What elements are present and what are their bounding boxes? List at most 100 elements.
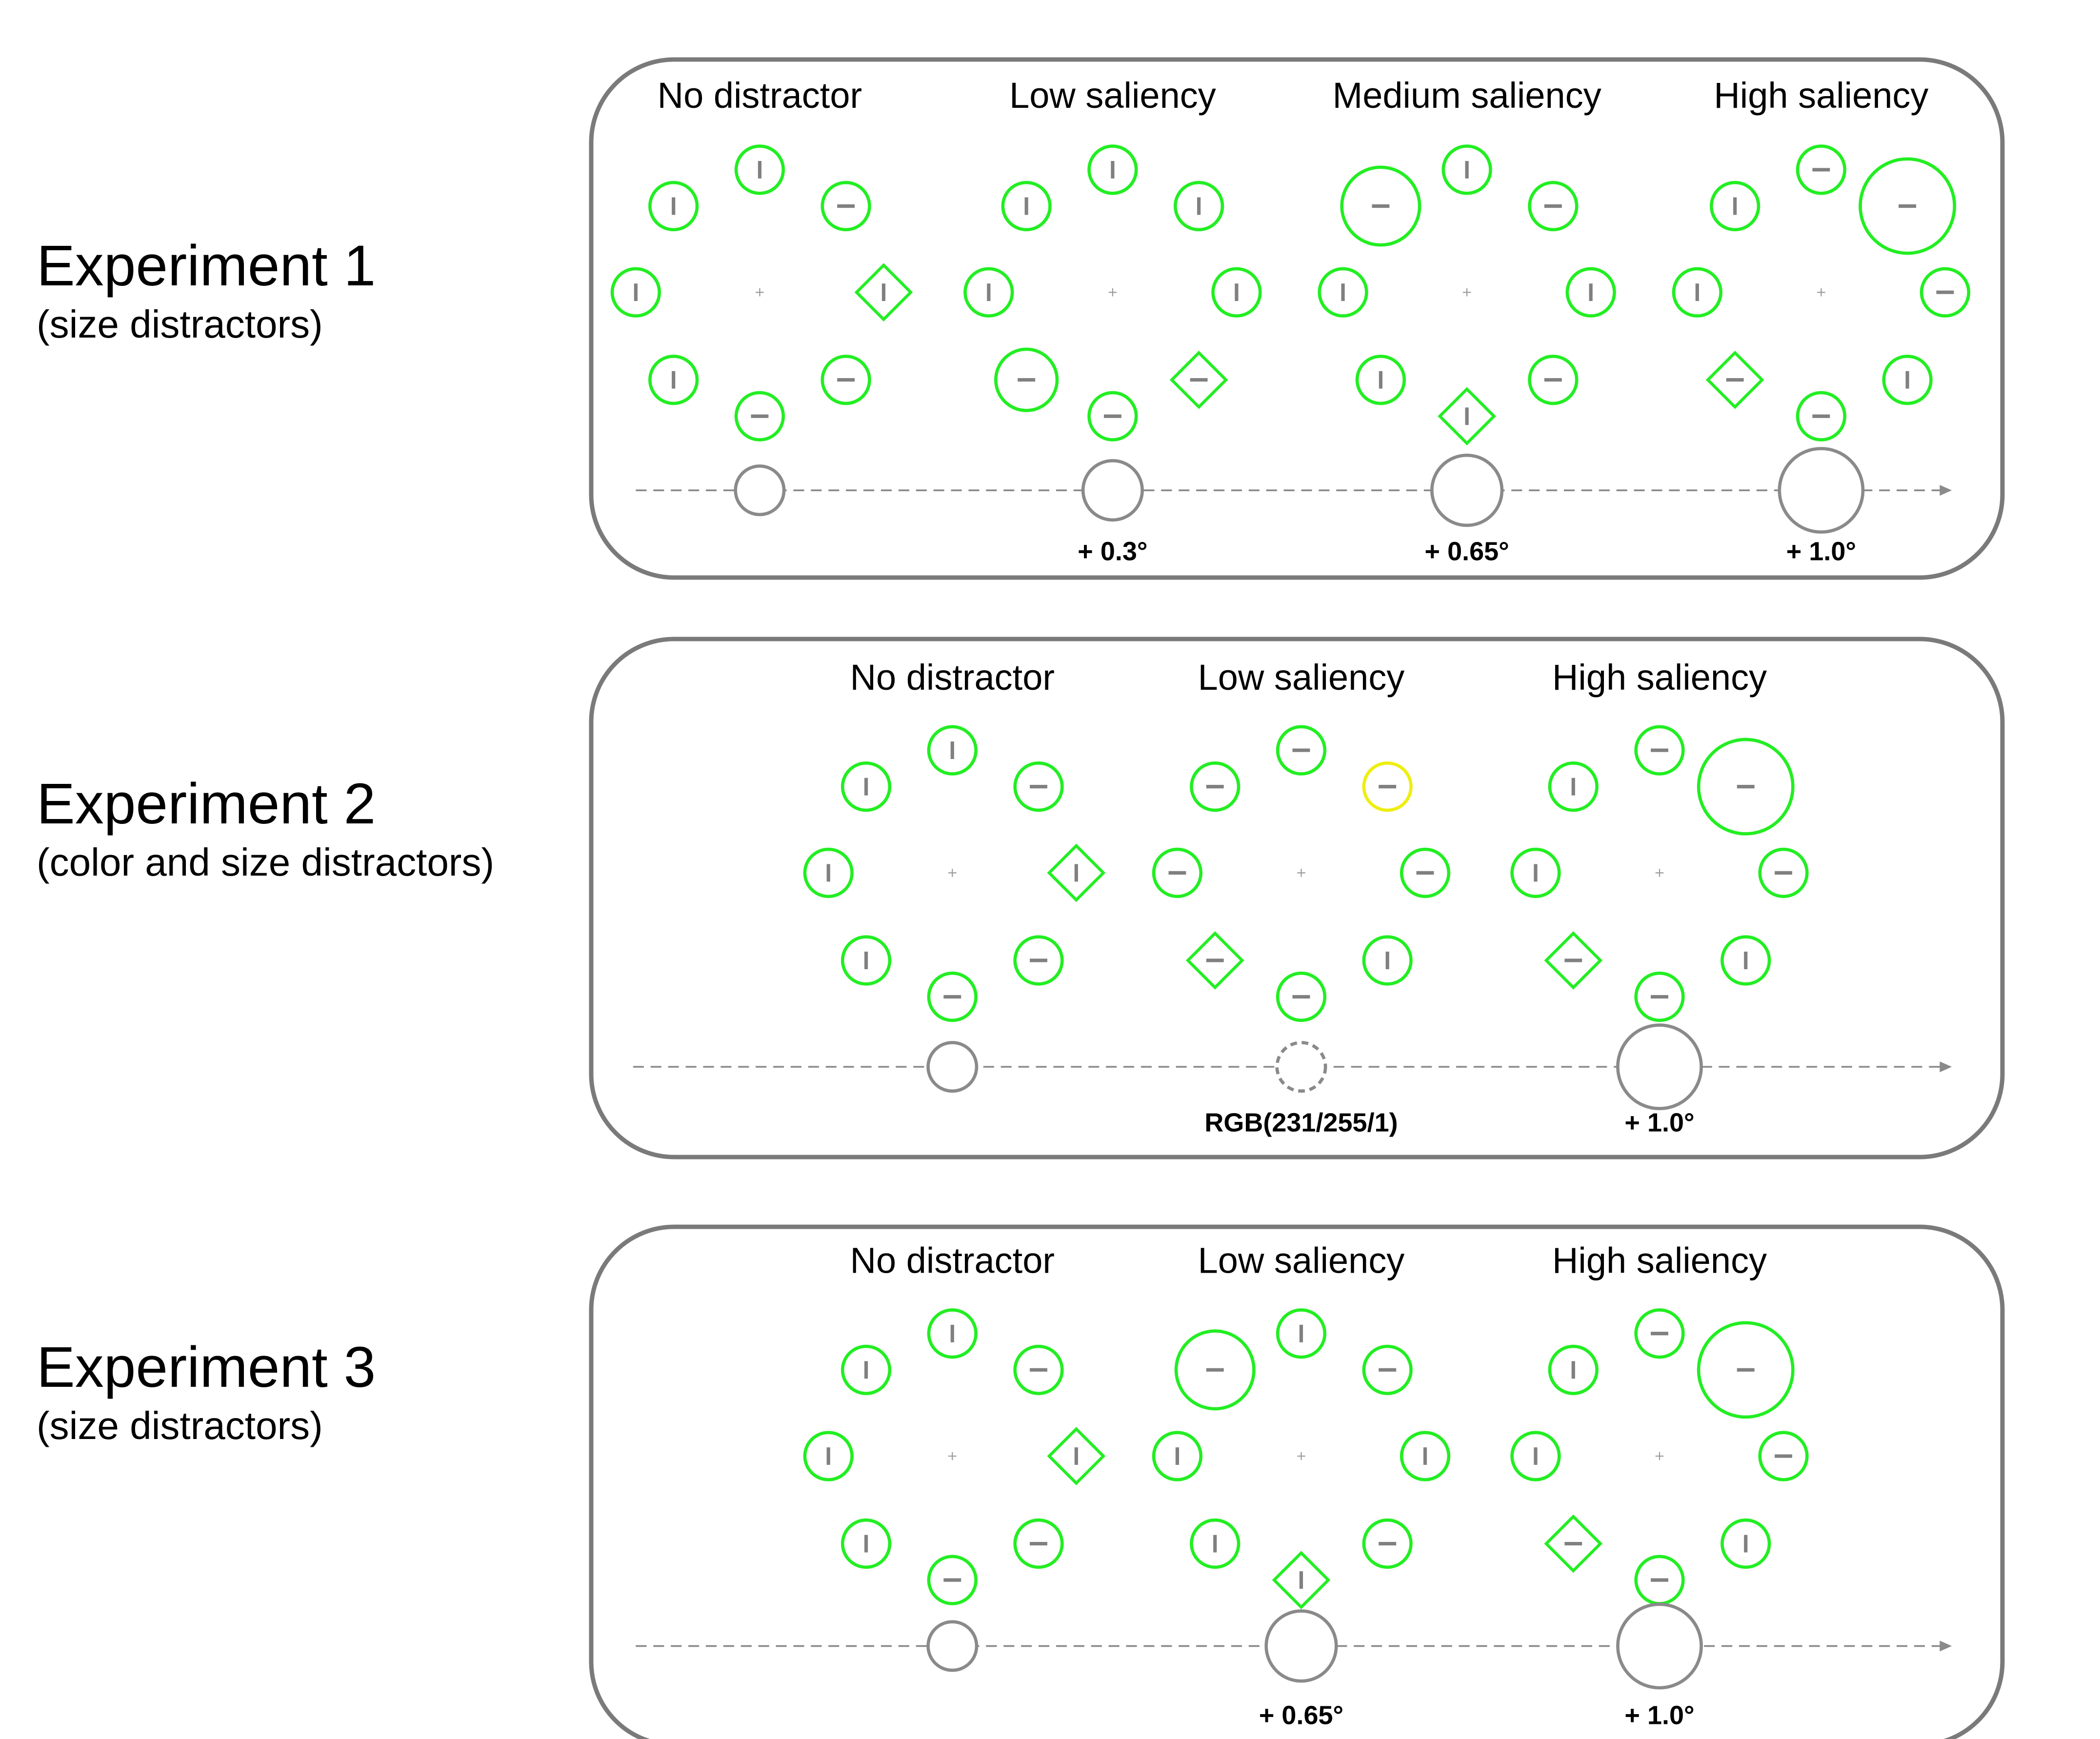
distractor-size-indicator xyxy=(1616,1023,1703,1110)
circle-stimulus xyxy=(1634,1308,1685,1359)
experiment-1-title: Experiment 1 xyxy=(37,234,376,298)
circle-stimulus xyxy=(1758,1431,1809,1481)
experiment-2-subtitle: (color and size distractors) xyxy=(37,840,494,884)
condition-0: No distractor xyxy=(803,1240,1106,1672)
circle-stimulus xyxy=(803,847,854,899)
large-circle-distractor xyxy=(1697,1321,1795,1419)
circle-stimulus xyxy=(648,180,699,232)
circle-stimulus xyxy=(1441,144,1492,195)
distractor-size-label: + 1.0° xyxy=(1624,1701,1694,1730)
circle-stimulus xyxy=(1796,391,1847,441)
circle-stimulus xyxy=(1211,267,1262,318)
condition-3: High saliency + 1.0° xyxy=(1672,75,1971,566)
circle-stimulus xyxy=(1276,971,1327,1022)
experiment-1: Experiment 1 (size distractors) No distr… xyxy=(37,57,2005,580)
circle-stimulus xyxy=(820,355,871,405)
condition-2: High saliency + 1.0° xyxy=(1510,1240,1809,1730)
circle-stimulus xyxy=(1362,1518,1413,1569)
experiment-3: Experiment 3 (size distractors) No distr… xyxy=(37,1224,2005,1739)
diamond-target xyxy=(1047,843,1106,902)
experiment-3-subtitle: (size distractors) xyxy=(37,1404,323,1447)
circle-stimulus xyxy=(1710,180,1760,232)
condition-label: Low saliency xyxy=(1198,1240,1405,1281)
circle-stimulus xyxy=(734,144,785,195)
distractor-size-indicator xyxy=(734,464,786,517)
condition-label: High saliency xyxy=(1552,657,1767,698)
distractor-size-label: RGB(231/255/1) xyxy=(1204,1108,1398,1138)
circle-stimulus xyxy=(840,761,892,812)
circle-stimulus xyxy=(1672,267,1722,318)
distractor-size-indicator xyxy=(1081,459,1144,522)
circle-stimulus xyxy=(927,1308,978,1359)
large-circle-distractor xyxy=(994,347,1059,412)
circle-stimulus xyxy=(734,391,785,441)
circle-stimulus xyxy=(1510,1431,1561,1481)
circle-stimulus xyxy=(1013,761,1064,812)
distractor-size-indicator xyxy=(1616,1602,1703,1690)
circle-stimulus xyxy=(1013,935,1064,986)
diamond-target xyxy=(1544,1514,1603,1573)
distractor-size-label: + 0.65° xyxy=(1259,1701,1343,1730)
distractor-size-indicator xyxy=(926,1040,979,1093)
experiment-3-title: Experiment 3 xyxy=(37,1335,376,1399)
distractor-size-indicator xyxy=(1275,1040,1327,1093)
distractor-size-indicator xyxy=(1264,1609,1338,1683)
circle-stimulus xyxy=(1318,267,1368,318)
axis-arrowhead xyxy=(1940,1061,1952,1073)
axis-arrowhead xyxy=(1940,485,1952,496)
condition-label: High saliency xyxy=(1552,1240,1767,1281)
distractor-size-indicator xyxy=(1430,454,1504,527)
diamond-target xyxy=(854,263,913,322)
circle-stimulus xyxy=(1720,935,1771,986)
diamond-target xyxy=(1169,350,1228,409)
circle-stimulus xyxy=(1087,391,1138,441)
experiment-1-subtitle: (size distractors) xyxy=(37,302,323,346)
condition-label: Medium saliency xyxy=(1333,75,1601,116)
circle-stimulus xyxy=(927,725,978,776)
circle-stimulus xyxy=(1013,1344,1064,1395)
distractor-size-label: + 1.0° xyxy=(1786,537,1856,566)
condition-label: High saliency xyxy=(1714,75,1928,116)
experiment-2-title: Experiment 2 xyxy=(37,772,376,836)
circle-stimulus xyxy=(648,355,699,405)
diamond-target xyxy=(1705,350,1764,409)
condition-2: Medium saliency+ 0.65° xyxy=(1318,75,1616,566)
distractor-size-label: + 0.3° xyxy=(1078,537,1147,566)
circle-stimulus xyxy=(963,267,1014,318)
circle-stimulus xyxy=(1720,1518,1771,1569)
circle-stimulus xyxy=(1276,1308,1327,1359)
circle-stimulus xyxy=(927,1555,978,1605)
circle-stimulus xyxy=(610,267,661,318)
circle-stimulus xyxy=(1528,355,1579,405)
circle-stimulus xyxy=(1565,267,1616,318)
circle-stimulus xyxy=(1152,847,1203,899)
circle-stimulus xyxy=(1548,761,1599,812)
circle-stimulus xyxy=(1882,355,1933,405)
circle-stimulus xyxy=(840,1344,892,1395)
circle-stimulus xyxy=(1276,725,1327,776)
circle-stimulus xyxy=(927,971,978,1022)
diamond-target xyxy=(1544,931,1603,990)
distractor-size-indicator xyxy=(1778,447,1865,534)
circle-stimulus xyxy=(1758,847,1809,899)
distractor-size-indicator xyxy=(926,1620,979,1672)
circle-stimulus xyxy=(1548,1344,1599,1395)
circle-stimulus xyxy=(840,935,892,986)
condition-2: High saliency+ 1.0° xyxy=(1510,657,1809,1138)
diamond-target xyxy=(1438,387,1497,446)
circle-stimulus xyxy=(840,1518,892,1569)
circle-stimulus xyxy=(1362,1344,1413,1395)
circle-stimulus xyxy=(1920,267,1971,318)
condition-0: No distractor xyxy=(803,657,1106,1093)
circle-stimulus xyxy=(1013,1518,1064,1569)
axis-arrowhead xyxy=(1940,1640,1952,1652)
circle-stimulus xyxy=(1362,935,1413,986)
circle-stimulus xyxy=(1634,971,1685,1022)
large-circle-distractor xyxy=(1697,738,1795,836)
experiment-3-conditions: No distractor Low saliency + 0.65° High sal… xyxy=(636,1240,1952,1730)
circle-stimulus xyxy=(1152,1431,1203,1481)
condition-label: No distractor xyxy=(658,75,862,116)
